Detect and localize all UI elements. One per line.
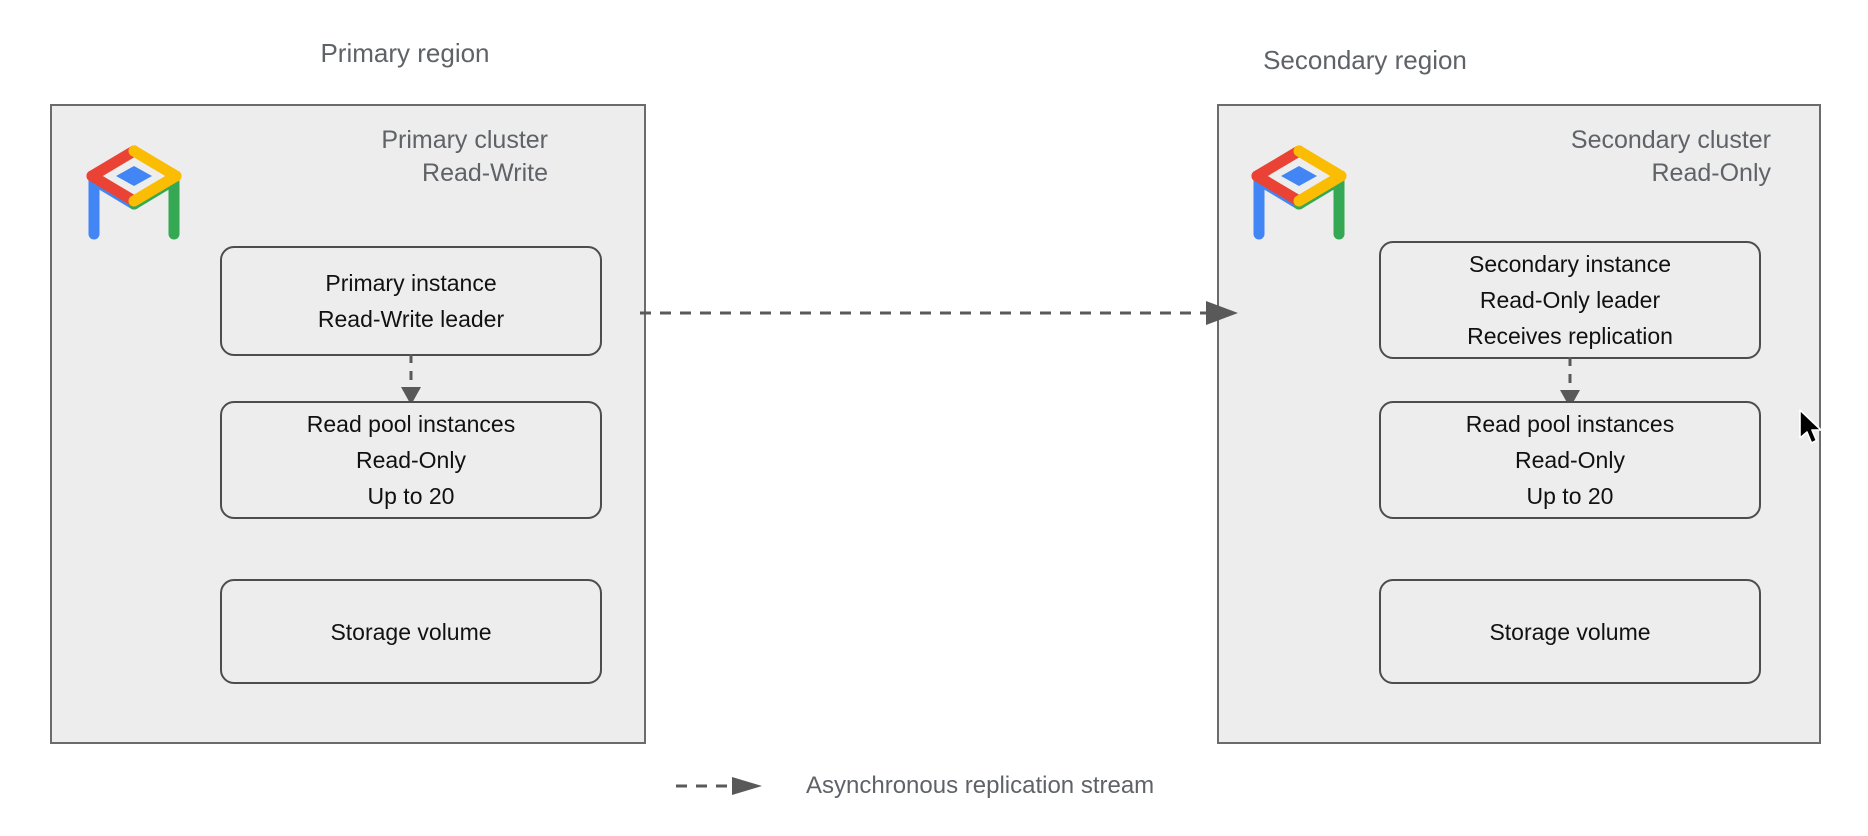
primary-cluster-heading: Primary cluster Read-Write [381,126,548,187]
primary-storage-volume-node[interactable]: Storage volume [220,579,602,684]
alloydb-logo [1249,134,1349,240]
legend: Asynchronous replication stream [676,772,1154,800]
primary-instance-node[interactable]: Primary instance Read-Write leader [220,246,602,356]
secondary-read-pool-node[interactable]: Read pool instances Read-Only Up to 20 [1379,401,1761,519]
legend-label: Asynchronous replication stream [806,772,1155,799]
legend-dashed-arrow-icon [676,776,764,796]
primary-region-title: Primary region [320,38,490,68]
primary-instance-to-readpool-connector [398,354,424,406]
mouse-cursor [1798,409,1824,447]
secondary-region-title: Secondary region [1263,45,1467,75]
secondary-instance-node[interactable]: Secondary instance Read-Only leader Rece… [1379,241,1761,359]
secondary-instance-to-readpool-connector [1557,357,1583,409]
asynchronous-replication-arrow [640,296,1240,330]
secondary-cluster-heading: Secondary cluster Read-Only [1570,126,1771,187]
alloydb-logo [84,134,184,240]
secondary-cluster-panel[interactable]: Secondary cluster Read-Only Secondary in… [1217,104,1821,744]
secondary-storage-volume-node[interactable]: Storage volume [1379,579,1761,684]
primary-read-pool-node[interactable]: Read pool instances Read-Only Up to 20 [220,401,602,519]
primary-cluster-panel[interactable]: Primary cluster Read-Write Primary insta… [50,104,646,744]
